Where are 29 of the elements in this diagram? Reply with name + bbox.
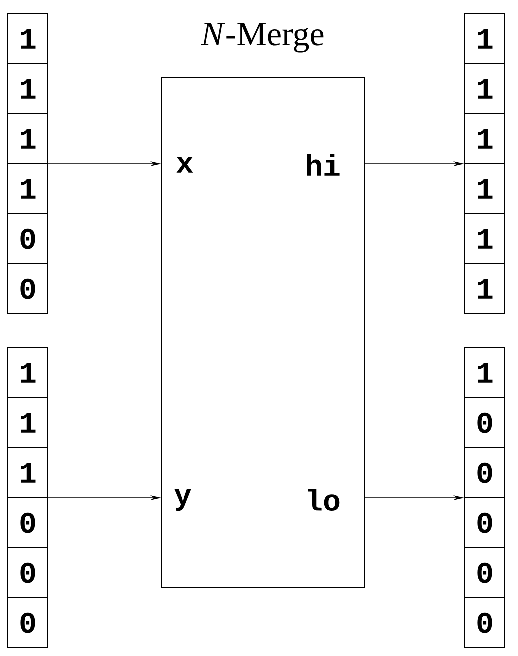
bit-cell: 1 <box>8 64 48 114</box>
bit-cell: 1 <box>464 348 506 398</box>
bit-cell: 0 <box>464 398 506 448</box>
bit-cell: 1 <box>8 164 48 214</box>
bit-cell: 0 <box>8 214 48 264</box>
port-label: hi <box>307 154 340 176</box>
bit-cell: 1 <box>464 14 506 64</box>
port-label: y <box>174 488 192 512</box>
bit-cell: 0 <box>8 264 48 314</box>
bit-cell: 0 <box>464 498 506 548</box>
bit-cell: 1 <box>8 114 48 164</box>
port-label: x <box>176 157 194 173</box>
bit-cell: 1 <box>8 348 48 398</box>
bit-cell: 1 <box>464 64 506 114</box>
bit-cell: 0 <box>464 448 506 498</box>
bit-cell: 0 <box>464 548 506 598</box>
bit-cell: 1 <box>464 214 506 264</box>
bit-cell: 0 <box>464 598 506 648</box>
bit-cell: 0 <box>8 598 48 648</box>
bit-cell: 1 <box>8 14 48 64</box>
bit-cell: 0 <box>8 498 48 548</box>
port-label: lo <box>308 489 340 512</box>
bit-cell: 1 <box>464 164 506 214</box>
bit-cell: 0 <box>8 548 48 598</box>
bit-cell: 1 <box>464 264 506 314</box>
box-title: N-Merge <box>200 23 324 53</box>
bit-cell: 1 <box>8 448 48 498</box>
bit-cell: 1 <box>464 114 506 164</box>
bit-cell: 1 <box>8 398 48 448</box>
